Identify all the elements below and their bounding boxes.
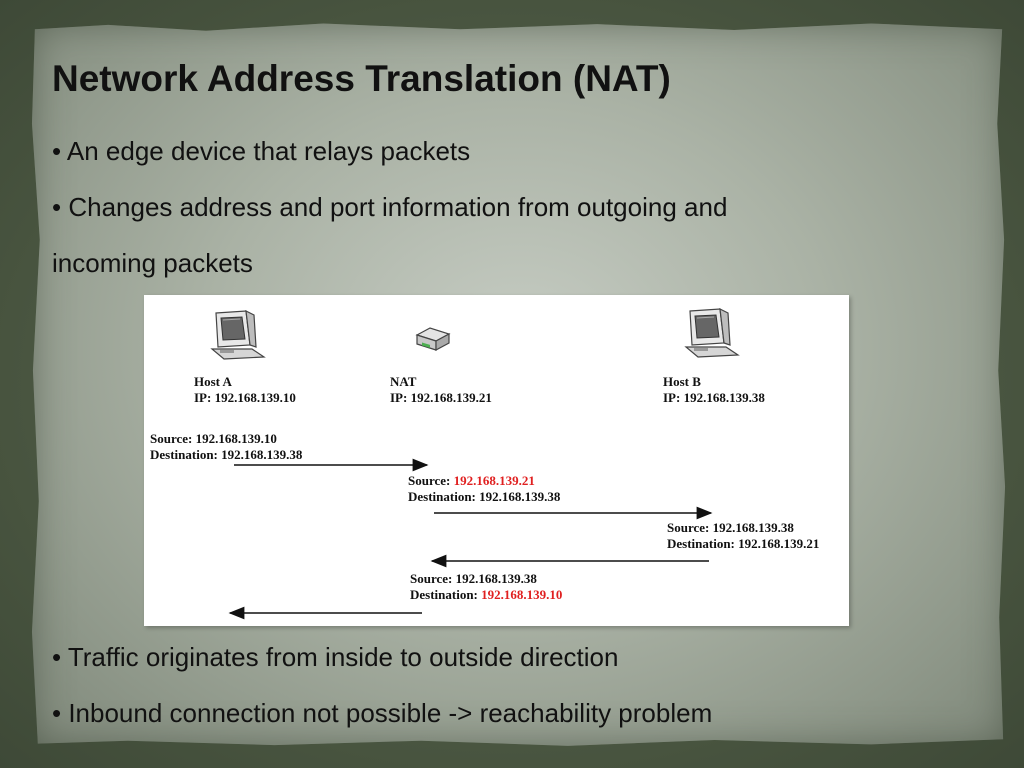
nat-router-icon <box>415 327 451 352</box>
packet-3-source-ip: 192.168.139.38 <box>712 520 794 535</box>
packet-4-source-label: Source: <box>410 571 453 586</box>
packet-1-source-label: Source: <box>150 431 193 446</box>
host-b-computer-icon <box>684 307 740 358</box>
host-b-name: Host B <box>663 374 701 389</box>
packet-1-destination-ip: 192.168.139.38 <box>221 447 303 462</box>
bullet-inbound-not-possible: • Inbound connection not possible -> rea… <box>52 698 713 728</box>
host-a-ip: IP: 192.168.139.10 <box>194 390 296 405</box>
packet-2-destination-label: Destination: <box>408 489 476 504</box>
packet-2-source-label: Source: <box>408 473 451 488</box>
nat-diagram: Host A IP: 192.168.139.10 NAT IP: 192.16… <box>144 295 849 626</box>
bullet-changes-address: • Changes address and port information f… <box>52 192 728 222</box>
packet-1-destination-label: Destination: <box>150 447 218 462</box>
packet-3-destination-ip: 192.168.139.21 <box>738 536 820 551</box>
host-a-name: Host A <box>194 374 232 389</box>
packet-4-destination-label: Destination: <box>410 587 478 602</box>
host-a-computer-icon <box>210 309 266 360</box>
packet-3-destination: Destination: 192.168.139.21 <box>667 536 819 552</box>
nat-ip: IP: 192.168.139.21 <box>390 390 492 405</box>
host-b-ip: IP: 192.168.139.38 <box>663 390 765 405</box>
bullet-traffic-originates: • Traffic originates from inside to outs… <box>52 642 619 672</box>
packet-3-destination-label: Destination: <box>667 536 735 551</box>
packet-2-source-ip: 192.168.139.21 <box>453 473 535 488</box>
bullet-edge-device: • An edge device that relays packets <box>52 136 471 166</box>
nat-name: NAT <box>390 374 417 389</box>
packet-1-destination: Destination: 192.168.139.38 <box>150 447 302 463</box>
packet-4-destination: Destination: 192.168.139.10 <box>410 587 562 603</box>
packet-1-source: Source: 192.168.139.10 <box>150 431 277 447</box>
bullet-changes-address-cont: incoming packets <box>52 248 253 278</box>
packet-1-source-ip: 192.168.139.10 <box>195 431 277 446</box>
diagram-arrows <box>228 458 713 620</box>
packet-2-destination: Destination: 192.168.139.38 <box>408 489 560 505</box>
packet-4-source-ip: 192.168.139.38 <box>455 571 537 586</box>
packet-3-source-label: Source: <box>667 520 710 535</box>
packet-4-source: Source: 192.168.139.38 <box>410 571 537 587</box>
packet-2-source: Source: 192.168.139.21 <box>408 473 535 489</box>
packet-3-source: Source: 192.168.139.38 <box>667 520 794 536</box>
slide-title: Network Address Translation (NAT) <box>52 58 671 99</box>
packet-2-destination-ip: 192.168.139.38 <box>479 489 561 504</box>
packet-4-destination-ip: 192.168.139.10 <box>481 587 563 602</box>
